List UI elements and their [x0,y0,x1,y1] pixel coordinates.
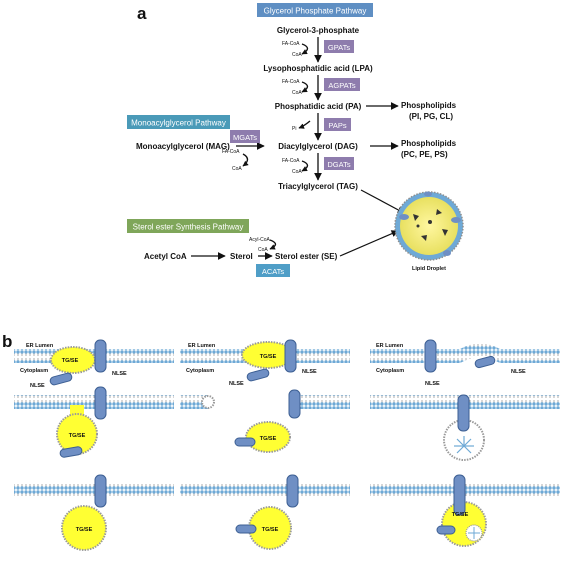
nlse-label: NLSE [302,369,317,375]
core-label: TG/SE [260,436,277,442]
lipid-droplet-illustration [394,191,464,261]
er-lumen-label: ER Lumen [26,343,54,349]
dag-label: Diacylglycerol (DAG) [278,142,358,151]
cofactor-curl-acat: Acyl-CoA CoA [249,237,277,253]
panel-a: a Glycerol Phosphate Pathway Glycerol-3-… [127,3,464,277]
nlse-label: NLSE [229,381,244,387]
protein [286,474,299,508]
acats-box [256,264,290,277]
protein [288,389,301,419]
glycerol-pathway-box [257,3,373,17]
nlse-label: NLSE [425,381,440,387]
phospholipids-2: Phospholipids [401,139,457,148]
nlse-label: NLSE [511,369,526,375]
column-2: ER Lumen TG/SE Cytoplasm NLSE NLSE TG/SE… [180,339,350,550]
protein [94,339,107,373]
column-3: ER Lumen Cytoplasm NLSE NLSE [370,339,560,547]
core-label: TG/SE [69,433,86,439]
er-lumen-label: ER Lumen [188,343,216,349]
er-lumen-label: ER Lumen [376,343,404,349]
protein [246,368,270,382]
panel-b-label: b [2,332,12,351]
panel-a-label: a [137,4,147,23]
paps-box [324,118,351,131]
lpa-label: Lysophosphatidic acid (LPA) [263,64,373,73]
svg-text:CoA: CoA [292,169,302,175]
cytoplasm-label: Cytoplasm [20,368,48,374]
pa-label: Phosphatidic acid (PA) [275,102,362,111]
sterol-pathway-box [127,219,249,233]
glycerol-pathway-title: Glycerol Phosphate Pathway [264,7,367,16]
svg-text:FA-CoA: FA-CoA [282,158,300,164]
protein [59,446,83,458]
se-label: Sterol ester (SE) [275,252,338,261]
nlse-label: NLSE [30,383,45,389]
core-label: TG/SE [62,358,79,364]
phospholipids-2-list: (PC, PE, PS) [401,150,448,159]
arrow-se-droplet [339,230,399,257]
protein [284,339,297,373]
panel-b: b ER Lumen TG/SE Cytoplasm NLSE NLSE TG/… [2,332,560,551]
tag-label: Triacylglycerol (TAG) [278,182,358,191]
cofactor-curl-2: FA-CoA CoA [282,79,309,96]
svg-text:FA-CoA: FA-CoA [282,41,300,47]
protein [94,386,107,420]
core-label: TG/SE [452,512,469,518]
svg-text:FA-CoA: FA-CoA [222,149,240,155]
protein [94,474,107,508]
mgats-box [230,130,260,143]
gpats-label: GPATs [328,43,350,52]
sterol-pathway-title: Sterol ester Synthesis Pathway [133,223,244,232]
lipid-droplet-label: Lipid Droplet [412,266,446,272]
cofactor-curl-pi: Pi [292,120,311,132]
core-label: TG/SE [76,527,93,533]
sterol-label: Sterol [230,252,253,261]
protein [49,372,73,386]
cytoplasm-label: Cytoplasm [186,368,214,374]
mag-label: Monoacylglycerol (MAG) [136,142,230,151]
protein [453,474,466,516]
protein [436,525,456,535]
protein [474,355,496,369]
g3p-label: Glycerol-3-phosphate [277,26,360,35]
mono-pathway-box [127,115,230,129]
protein [424,339,437,373]
column-1: ER Lumen TG/SE Cytoplasm NLSE NLSE TG/SE… [14,339,174,551]
svg-text:CoA: CoA [292,52,302,58]
phospholipids-1: Phospholipids [401,101,457,110]
gpats-box [324,40,354,53]
protein [234,437,256,447]
svg-text:Acyl-CoA: Acyl-CoA [249,237,271,243]
mono-pathway-title: Monoacylglycerol Pathway [131,119,226,128]
acetyl-coa-label: Acetyl CoA [144,252,187,261]
cofactor-curl-mgat: FA-CoA CoA [222,149,249,172]
arrow-tag-droplet [360,189,405,214]
acats-label: ACATs [262,267,285,276]
protein [457,394,470,432]
agpats-box [324,78,360,91]
svg-text:Pi: Pi [292,126,296,132]
protein [235,524,257,534]
dgats-label: DGATs [327,160,350,169]
cofactor-curl-1: FA-CoA CoA [282,41,309,58]
cytoplasm-label: Cytoplasm [376,368,404,374]
phospholipids-1-list: (PI, PG, CL) [409,112,453,121]
svg-text:CoA: CoA [258,247,268,253]
mgats-label: MGATs [233,133,257,142]
nlse-label: NLSE [112,371,127,377]
agpats-label: AGPATs [328,81,355,90]
core-label: TG/SE [260,354,277,360]
core-label: TG/SE [262,527,279,533]
svg-text:CoA: CoA [232,166,242,172]
svg-text:CoA: CoA [292,90,302,96]
dgats-box [324,157,354,170]
svg-text:FA-CoA: FA-CoA [282,79,300,85]
cofactor-curl-3: FA-CoA CoA [282,158,309,175]
paps-label: PAPs [328,121,346,130]
